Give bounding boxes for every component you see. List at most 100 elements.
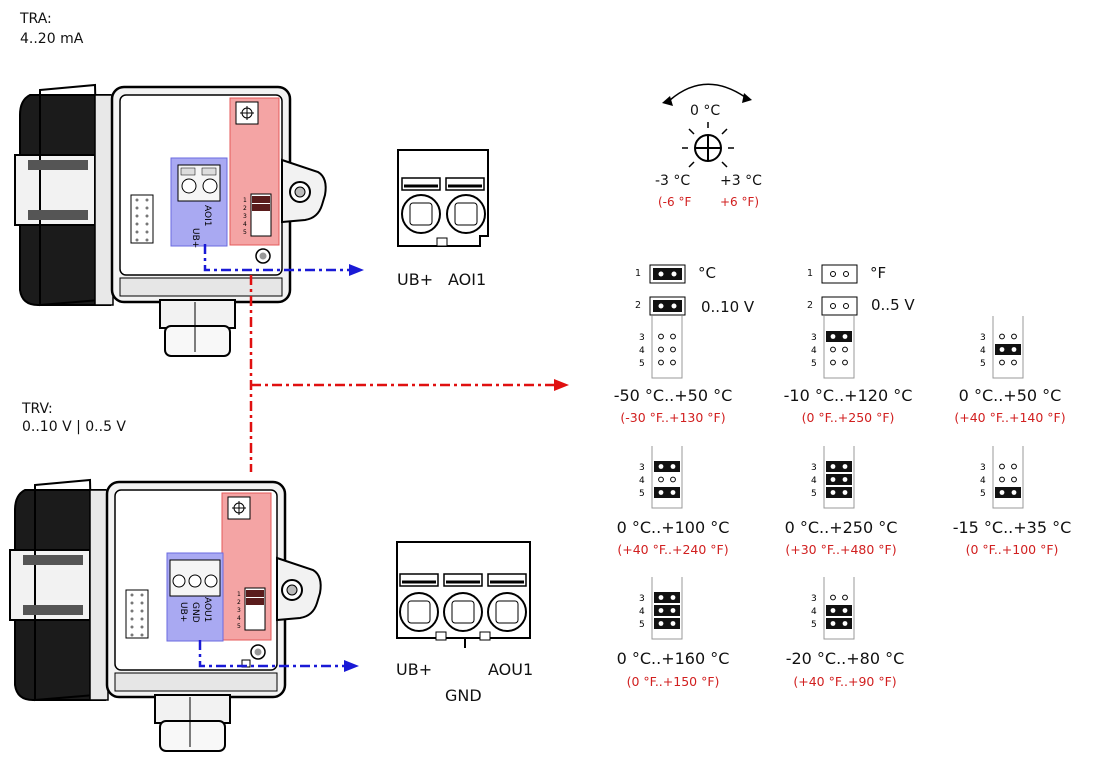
jumper-grid-0: 345 bbox=[639, 316, 683, 379]
jumper-grid-3: 345 bbox=[639, 446, 683, 509]
jumper-pin bbox=[830, 477, 836, 482]
jumper-row-label: 4 bbox=[980, 476, 986, 486]
jumper-bridge bbox=[826, 461, 852, 472]
tra-subtitle: 4..20 mA bbox=[20, 31, 84, 47]
trv-title: TRV: bbox=[22, 401, 53, 417]
svg-text:5: 5 bbox=[237, 623, 241, 630]
term-top-aoi: AOI1 bbox=[448, 270, 487, 289]
jumper-pin bbox=[1011, 463, 1017, 470]
jumper-pin bbox=[670, 346, 676, 353]
row1-label-b: 1 bbox=[807, 268, 814, 279]
row1-label-a: 1 bbox=[635, 268, 642, 279]
svg-text:4: 4 bbox=[243, 221, 247, 228]
jumper-row-label: 5 bbox=[980, 489, 986, 499]
jumper-row-label: 4 bbox=[811, 476, 817, 486]
jumper-pin bbox=[999, 359, 1005, 366]
jumper-row-label: 5 bbox=[811, 359, 817, 369]
jumper-pin bbox=[670, 608, 676, 613]
bottom-ub-label: UB+ bbox=[178, 602, 188, 622]
range-3-c: 0 °C..+100 °C bbox=[616, 518, 730, 537]
jumper-pin bbox=[658, 476, 664, 483]
jumper-pin bbox=[658, 346, 664, 353]
jumper-pin bbox=[842, 346, 848, 353]
jumper-pin bbox=[842, 359, 848, 366]
jumper-pin bbox=[999, 463, 1005, 470]
jumper-row-label: 3 bbox=[811, 463, 817, 473]
jumper-pin bbox=[842, 464, 848, 469]
knob-icon bbox=[662, 83, 752, 168]
jumper-row-label: 4 bbox=[639, 346, 645, 356]
row2-label-a: 2 bbox=[635, 300, 642, 311]
jumper-pin bbox=[670, 621, 676, 626]
term-bottom-ub: UB+ bbox=[396, 660, 433, 679]
bottom-aou-label: AOU1 bbox=[202, 597, 212, 622]
svg-text:2: 2 bbox=[237, 599, 241, 606]
jumper-bridge bbox=[826, 474, 852, 485]
range-1-f: (0 °F..+250 °F) bbox=[801, 410, 895, 425]
jumper-row-label: 5 bbox=[639, 620, 645, 630]
arrow-red bbox=[554, 379, 569, 391]
jumper-row-label: 5 bbox=[811, 489, 817, 499]
jumper-pin bbox=[1011, 347, 1017, 352]
jumper-row-label: 3 bbox=[811, 333, 817, 343]
jumper-bridge bbox=[654, 605, 680, 616]
tra-title: TRA: bbox=[20, 11, 52, 27]
range-5-c: -15 °C..+35 °C bbox=[952, 518, 1072, 537]
jumper-grid-5: 345 bbox=[980, 446, 1024, 509]
jumper-pin bbox=[830, 359, 836, 366]
device-tra: 12 34 5 bbox=[14, 83, 327, 357]
jumper-pin bbox=[842, 477, 848, 482]
term-top-ub: UB+ bbox=[397, 270, 434, 289]
jumper-bridge bbox=[654, 618, 680, 629]
jumper-pin bbox=[830, 594, 836, 601]
jumper-row-label: 4 bbox=[811, 346, 817, 356]
jumper-pin bbox=[658, 595, 664, 600]
svg-text:3: 3 bbox=[243, 213, 247, 220]
jumper-pin bbox=[658, 333, 664, 340]
jumper-grid-4: 3 4 5 bbox=[811, 446, 855, 509]
jumper-pin bbox=[670, 464, 676, 469]
jumper-pin bbox=[1011, 490, 1017, 495]
top-ub-label: UB+ bbox=[190, 228, 200, 248]
arrow-bottom bbox=[344, 660, 359, 672]
jumper-row-label: 3 bbox=[811, 594, 817, 604]
jumper-pin bbox=[670, 333, 676, 340]
jumper-row-label: 5 bbox=[980, 359, 986, 369]
jumper-bridge bbox=[654, 487, 680, 498]
range-7-c: -20 °C..+80 °C bbox=[785, 649, 905, 668]
jumper-pin bbox=[658, 359, 664, 366]
jumper-row12-c bbox=[649, 264, 686, 316]
jumper-row-label: 4 bbox=[811, 607, 817, 617]
jumper-pin bbox=[670, 359, 676, 366]
knob-center-label: 0 °C bbox=[690, 103, 721, 119]
range-6-c: 0 °C..+160 °C bbox=[616, 649, 730, 668]
range-2-f: (+40 °F..+140 °F) bbox=[954, 410, 1066, 425]
range-6-f: (0 °F..+150 °F) bbox=[626, 674, 720, 689]
jumper-pin bbox=[999, 347, 1005, 352]
jumper-pin bbox=[830, 346, 836, 353]
jumper-pin bbox=[830, 334, 836, 339]
range-4-c: 0 °C..+250 °C bbox=[784, 518, 898, 537]
knob-plus-f: +6 °F) bbox=[720, 195, 760, 209]
jumper-pin bbox=[999, 476, 1005, 483]
jumper-row-label: 4 bbox=[639, 607, 645, 617]
unit-v5: 0..5 V bbox=[871, 296, 915, 314]
svg-text:3: 3 bbox=[237, 607, 241, 614]
terminal-block-top bbox=[397, 149, 489, 247]
jumper-row-label: 5 bbox=[639, 489, 645, 499]
jumper-bridge bbox=[995, 487, 1021, 498]
jumper-row-label: 3 bbox=[639, 463, 645, 473]
jumper-bridge bbox=[826, 331, 852, 342]
jumper-pin bbox=[670, 595, 676, 600]
range-0-c: -50 °C..+50 °C bbox=[613, 386, 733, 405]
jumper-bridge bbox=[826, 605, 852, 616]
jumper-pin bbox=[830, 608, 836, 613]
jumper-pin bbox=[999, 490, 1005, 495]
knob-plus-label: +3 °C bbox=[720, 173, 762, 189]
jumper-pin bbox=[842, 490, 848, 495]
jumper-pin bbox=[830, 464, 836, 469]
signal-lines bbox=[198, 244, 556, 668]
range-5-f: (0 °F..+100 °F) bbox=[965, 542, 1059, 557]
unit-celsius: °C bbox=[698, 264, 716, 282]
